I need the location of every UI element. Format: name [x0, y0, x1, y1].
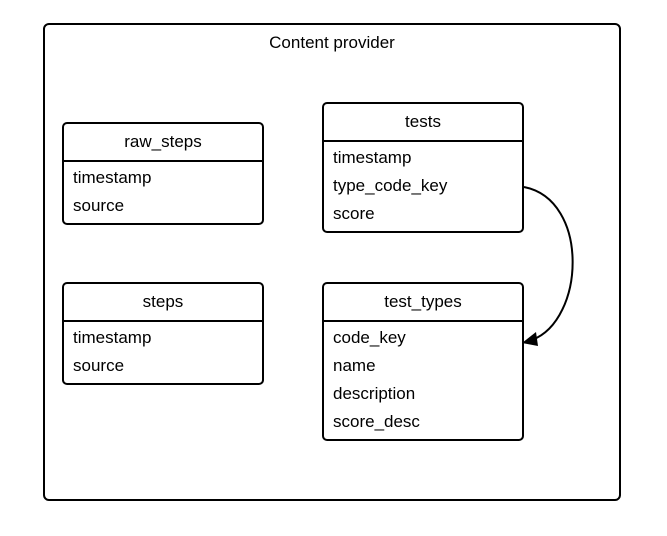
entity-title: tests — [324, 104, 522, 142]
entity-steps[interactable]: steps timestamp source — [62, 282, 264, 385]
entity-tests[interactable]: tests timestamp type_code_key score — [322, 102, 524, 233]
field-type-code-key: type_code_key — [333, 176, 448, 195]
entity-title: test_types — [324, 284, 522, 322]
entity-title: raw_steps — [64, 124, 262, 162]
field-source: source — [73, 356, 125, 375]
entity-test-types[interactable]: test_types code_key name description sco… — [322, 282, 524, 441]
field-description: description — [333, 384, 416, 403]
field-code-key: code_key — [333, 328, 406, 347]
relation-arrow-type-code-key-to-code-key — [523, 186, 574, 341]
field-source: source — [73, 196, 125, 215]
arrowhead-icon — [522, 332, 538, 346]
field-score: score — [333, 204, 375, 223]
entity-raw-steps[interactable]: raw_steps timestamp source — [62, 122, 264, 225]
field-timestamp: timestamp — [333, 148, 412, 167]
field-timestamp: timestamp — [73, 168, 152, 187]
container-title: Content provider — [269, 33, 395, 52]
field-name: name — [333, 356, 376, 375]
field-score-desc: score_desc — [333, 412, 420, 431]
field-timestamp: timestamp — [73, 328, 152, 347]
entity-title: steps — [64, 284, 262, 322]
content-provider-container: Content provider — [43, 23, 621, 501]
